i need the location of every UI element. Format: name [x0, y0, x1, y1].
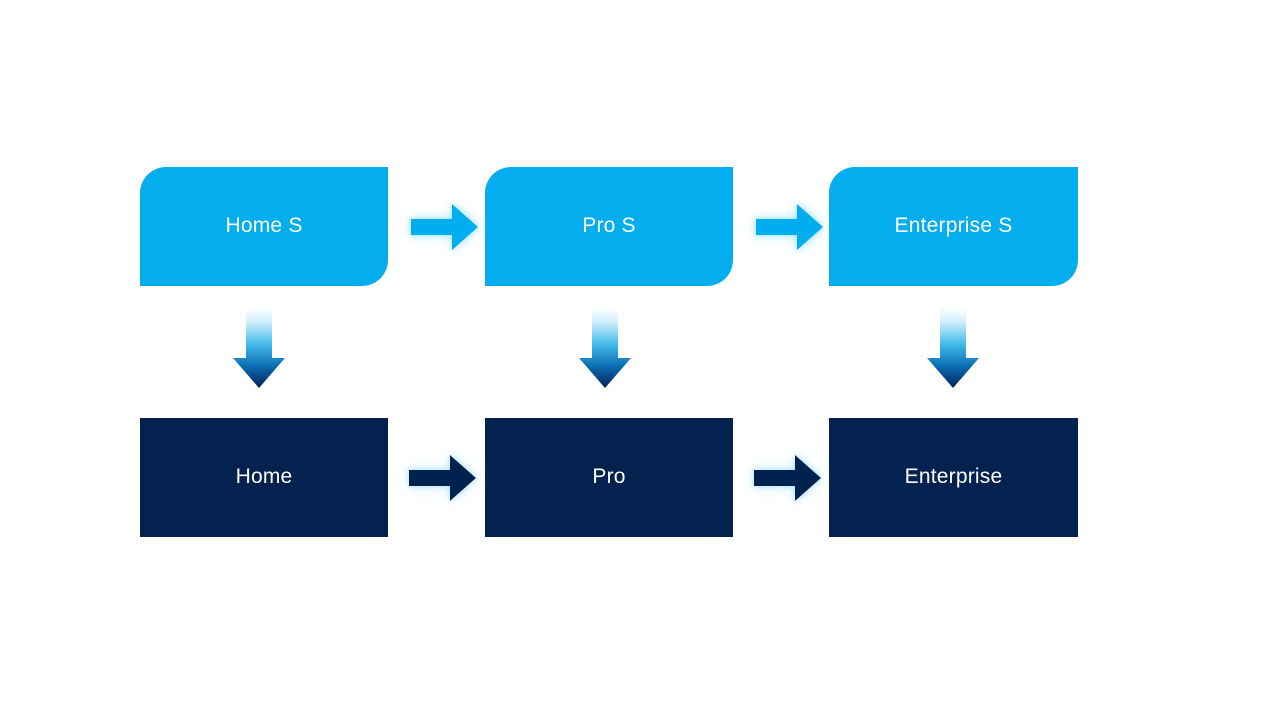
service-arrow-1-icon: [405, 199, 483, 255]
down-arrow-3-icon: [926, 308, 980, 390]
product-arrow-2-icon: [748, 450, 826, 506]
node-enterprise-s[interactable]: Enterprise S: [829, 167, 1078, 286]
node-home-label: Home: [235, 464, 293, 488]
node-home-s-label: Home S: [225, 213, 303, 237]
node-enterprise-label: Enterprise: [904, 464, 1003, 488]
node-home[interactable]: Home: [140, 418, 388, 537]
node-enterprise-s-label: Enterprise S: [894, 213, 1013, 237]
node-pro-s[interactable]: Pro S: [485, 167, 733, 286]
service-arrow-2-icon: [750, 199, 828, 255]
product-arrow-1-icon: [403, 450, 481, 506]
node-pro-label: Pro: [592, 464, 626, 488]
node-enterprise[interactable]: Enterprise: [829, 418, 1078, 537]
node-pro-s-label: Pro S: [582, 213, 636, 237]
down-arrow-1-icon: [232, 308, 286, 390]
node-home-s[interactable]: Home S: [140, 167, 388, 286]
down-arrow-2-icon: [578, 308, 632, 390]
node-pro[interactable]: Pro: [485, 418, 733, 537]
